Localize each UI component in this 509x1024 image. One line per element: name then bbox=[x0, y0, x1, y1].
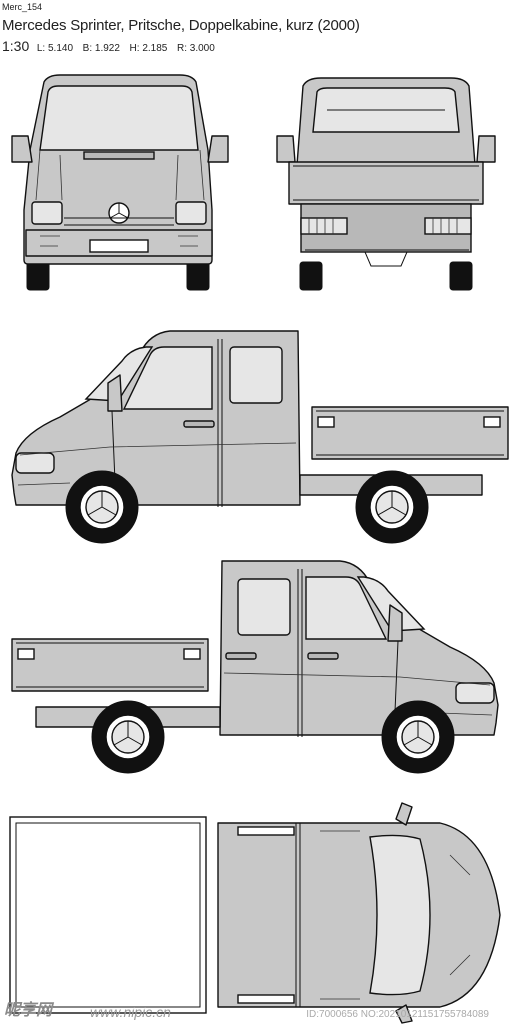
top-right-mirror bbox=[395, 1004, 413, 1024]
top-right-marker bbox=[237, 994, 295, 1004]
right-bed-latch-rear bbox=[17, 648, 35, 660]
left-rear-wheel bbox=[355, 470, 429, 544]
right-rear-wheel bbox=[91, 700, 165, 774]
front-view bbox=[11, 74, 229, 291]
right-side-mirror bbox=[387, 604, 403, 642]
front-view-wheels bbox=[26, 257, 210, 291]
right-front-door-window bbox=[305, 576, 388, 640]
side-view-left bbox=[11, 330, 509, 544]
right-windshield bbox=[356, 576, 426, 632]
top-cargo-bed bbox=[9, 816, 207, 1014]
right-front-door-handle bbox=[307, 652, 339, 660]
rear-left-mirror bbox=[276, 135, 296, 163]
right-cargo-bed bbox=[11, 638, 209, 692]
left-front-door-window bbox=[122, 346, 213, 410]
right-headlight-side bbox=[455, 682, 495, 704]
watermark-id: ID:7000656 NO:20210121151755784089 bbox=[306, 1009, 489, 1020]
left-bed-latch-rear bbox=[483, 416, 501, 428]
left-bed-latch-front bbox=[317, 416, 335, 428]
rear-view-wheels bbox=[299, 261, 473, 291]
rear-right-lamp bbox=[424, 217, 472, 235]
top-cab-roof bbox=[217, 822, 501, 1008]
left-front-door-handle bbox=[183, 420, 215, 428]
left-cargo-bed bbox=[311, 406, 509, 460]
top-left-mirror bbox=[395, 802, 413, 826]
license-plate bbox=[89, 239, 149, 253]
left-windshield bbox=[84, 346, 154, 402]
drawing-code: Merc_154 bbox=[2, 2, 43, 12]
front-windshield bbox=[39, 85, 199, 151]
spec-line: 1:30 L: 5.140 B: 1.922 H: 2.185 R: 3.000 bbox=[2, 38, 221, 54]
length-label: L: 5.140 bbox=[36, 43, 74, 54]
left-headlight-side bbox=[15, 452, 55, 474]
right-bed-latch-front bbox=[183, 648, 201, 660]
side-view-right bbox=[11, 560, 499, 774]
left-front-wheel bbox=[65, 470, 139, 544]
watermark-url: www.nipic.cn bbox=[90, 1004, 171, 1020]
right-headlight bbox=[175, 201, 207, 225]
right-rear-door-window bbox=[237, 578, 291, 636]
rear-view bbox=[276, 77, 496, 291]
rear-tailgate bbox=[288, 161, 484, 205]
right-front-wheel bbox=[381, 700, 455, 774]
watermark-logo: 昵享网 bbox=[4, 1002, 53, 1019]
left-mirror bbox=[11, 135, 33, 163]
scale-label: 1:30 bbox=[2, 38, 30, 54]
front-wiper-cowl bbox=[83, 151, 155, 160]
height-label: H: 2.185 bbox=[129, 43, 168, 54]
rear-right-mirror bbox=[476, 135, 496, 163]
top-windshield bbox=[369, 834, 431, 996]
left-side-mirror bbox=[107, 374, 123, 412]
top-view bbox=[9, 802, 501, 1024]
left-rear-door-window bbox=[229, 346, 283, 404]
right-mirror bbox=[207, 135, 229, 163]
left-headlight bbox=[31, 201, 63, 225]
rear-left-lamp bbox=[300, 217, 348, 235]
top-left-marker bbox=[237, 826, 295, 836]
width-label: B: 1.922 bbox=[82, 43, 120, 54]
right-rear-door-handle bbox=[225, 652, 257, 660]
wheelbase-label: R: 3.000 bbox=[176, 43, 215, 54]
mercedes-star-icon bbox=[108, 202, 130, 224]
drawing-title: Mercedes Sprinter, Pritsche, Doppelkabin… bbox=[2, 17, 360, 34]
